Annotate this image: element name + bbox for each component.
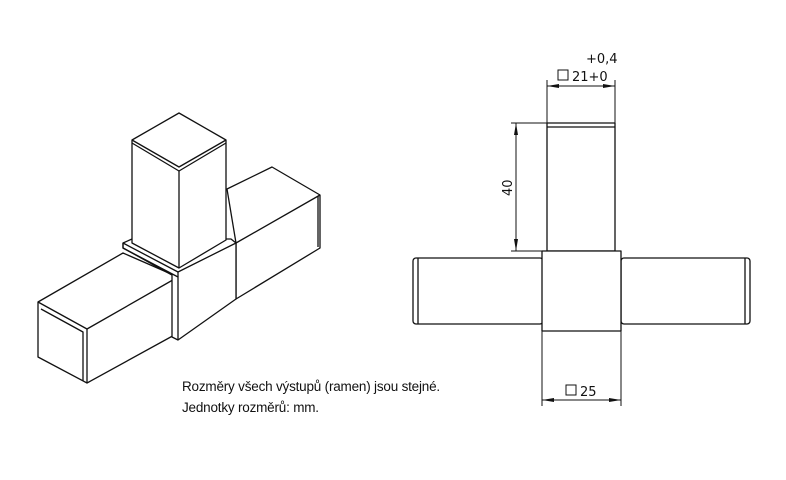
isometric-view: [37, 112, 321, 384]
arm-length-label: 40: [501, 179, 516, 196]
front-right-arm: [620, 257, 751, 325]
front-left-arm: [412, 257, 544, 325]
right-arm: [226, 166, 321, 300]
top-arm-edge: [131, 139, 227, 168]
center-block-edge: [122, 243, 179, 340]
front-view: +0,4 21+0 40 25: [412, 52, 751, 406]
right-arm-edge: [235, 194, 321, 244]
note-same-dimensions: Rozměry všech výstupů (ramen) jsou stejn…: [182, 379, 440, 394]
dimension-arm-length: [511, 122, 547, 252]
dimension-arm-size: [546, 80, 616, 123]
left-arm: [37, 252, 179, 384]
dimension-body-size: [541, 331, 622, 406]
square-icon: [565, 384, 577, 396]
front-center-block: [541, 250, 622, 332]
tolerance-label: +0,4: [586, 52, 618, 67]
body-size-label: 25: [580, 385, 597, 400]
front-top-arm: [546, 122, 616, 252]
square-icon: [557, 69, 569, 81]
arm-size-label: 21+0: [572, 70, 608, 85]
left-arm-cap-edge: [40, 308, 84, 381]
note-units: Jednotky rozměrů: mm.: [182, 400, 319, 415]
